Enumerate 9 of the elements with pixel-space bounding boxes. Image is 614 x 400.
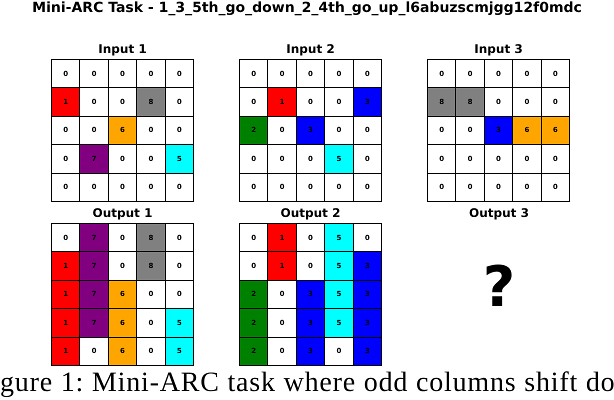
grid-title: Output 2 [280,206,340,220]
figure-caption: gure 1: Mini-ARC task where odd columns shift do [0,368,614,398]
grid-title: Input 1 [98,42,147,56]
question-mark: ? [482,256,516,320]
grid-title: Input 2 [286,42,335,56]
grid-title: Input 3 [474,42,523,56]
grid-title: Output 3 [469,206,529,220]
grid-title: Output 1 [92,206,152,220]
diagram-title: Mini-ARC Task - 1_3_5th_go_down_2_4th_go_up_l6abuzscmjgg12f0mdc [32,0,582,16]
